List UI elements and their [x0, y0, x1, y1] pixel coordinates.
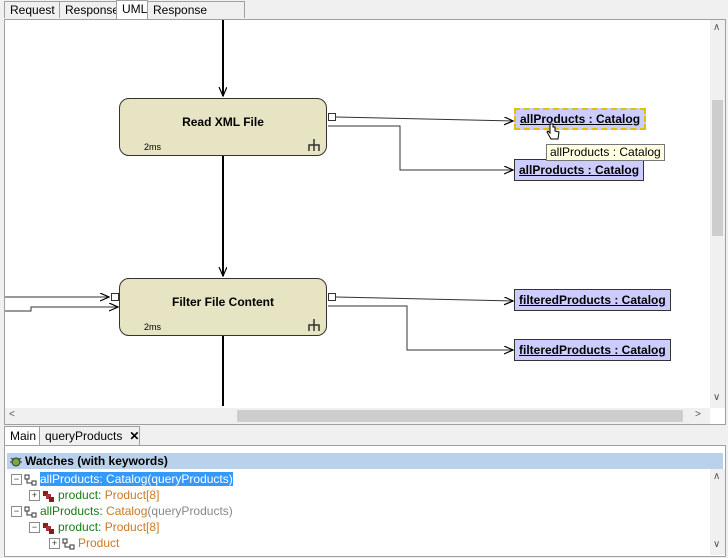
node-duration: 2ms	[144, 322, 161, 332]
watch-name: product:	[58, 520, 101, 534]
action-node-read-xml[interactable]: Read XML File 2ms	[119, 98, 327, 156]
object-node-filtered-products[interactable]: filteredProducts : Catalog	[514, 339, 671, 361]
collapse-toggle[interactable]: −	[11, 506, 22, 517]
collapse-toggle[interactable]: −	[29, 522, 40, 533]
object-flow-edge	[328, 126, 513, 170]
debug-tab-bar: Main queryProducts ✕	[0, 425, 728, 445]
tab-label: Request	[10, 3, 55, 17]
watch-name: allProducts: Catalog(queryProducts)	[40, 472, 233, 486]
object-icon	[24, 506, 38, 518]
tab-request[interactable]: Request	[4, 1, 60, 18]
output-pin[interactable]	[328, 293, 336, 301]
tooltip: allProducts : Catalog	[546, 144, 665, 161]
tab-uml[interactable]: UML	[116, 0, 148, 19]
tab-query-products[interactable]: queryProducts ✕	[39, 426, 140, 445]
object-flow-edge	[336, 117, 513, 121]
object-flow-edge	[336, 297, 513, 301]
hand-cursor-icon	[546, 123, 560, 141]
tab-label: queryProducts	[45, 429, 122, 443]
tree-row[interactable]: − allProducts: Catalog(queryProducts)	[11, 503, 233, 519]
expand-toggle[interactable]: +	[29, 490, 40, 501]
scroll-down-icon[interactable]: ∨	[713, 539, 720, 550]
editor-tab-bar: Request Response UML Response Log✕	[0, 0, 728, 19]
watch-type: Product	[78, 536, 119, 550]
horizontal-scrollbar[interactable]: < >	[5, 408, 710, 424]
collapse-toggle[interactable]: −	[11, 474, 22, 485]
diagram-edges	[5, 20, 725, 424]
watch-type: Product[8]	[105, 488, 160, 502]
tab-main[interactable]: Main	[4, 426, 40, 445]
object-flow-edge	[5, 307, 118, 311]
node-title: Read XML File	[120, 115, 326, 129]
scroll-right-icon[interactable]: >	[695, 409, 701, 420]
node-duration: 2ms	[144, 142, 161, 152]
tab-label: UML	[122, 2, 147, 16]
object-node-all-products[interactable]: allProducts : Catalog	[514, 159, 644, 181]
watch-keyword: (queryProducts)	[147, 504, 232, 518]
scroll-thumb[interactable]	[712, 100, 723, 236]
watch-type: Catalog	[106, 504, 147, 518]
object-flow-edge	[328, 306, 513, 350]
array-icon	[42, 490, 56, 502]
watch-type: Product[8]	[105, 520, 160, 534]
node-title: Filter File Content	[120, 295, 326, 309]
watch-name: product:	[58, 488, 101, 502]
object-icon	[24, 474, 38, 486]
tab-response-log[interactable]: Response Log✕	[147, 1, 245, 18]
watch-bug-icon	[9, 455, 23, 468]
tab-label: Response	[65, 3, 119, 17]
close-icon[interactable]: ✕	[129, 429, 139, 443]
fork-icon	[308, 319, 320, 331]
scroll-up-icon[interactable]: ∧	[713, 471, 720, 482]
scroll-left-icon[interactable]: <	[9, 409, 15, 420]
output-pin[interactable]	[328, 113, 336, 121]
scroll-thumb[interactable]	[237, 410, 683, 422]
tab-response[interactable]: Response	[59, 1, 117, 18]
object-icon	[62, 538, 76, 550]
expand-toggle[interactable]: +	[49, 538, 60, 549]
array-icon	[42, 522, 56, 534]
fork-icon	[308, 139, 320, 151]
action-node-filter-file[interactable]: Filter File Content 2ms	[119, 278, 327, 336]
tree-row[interactable]: + product: Product[8]	[29, 487, 159, 503]
uml-diagram-canvas[interactable]: Read XML File 2ms Filter File Content 2m…	[4, 19, 726, 425]
scroll-up-icon[interactable]: ∧	[713, 22, 720, 33]
watches-vertical-scrollbar[interactable]: ∧ ∨	[710, 469, 725, 555]
watch-name: allProducts:	[40, 504, 103, 518]
tree-row[interactable]: − allProducts: Catalog(queryProducts)	[11, 471, 233, 487]
watches-panel: Watches (with keywords) −allProducts: Ca…	[4, 445, 726, 557]
vertical-scrollbar[interactable]: ∧ ∨	[710, 20, 725, 408]
object-node-all-products[interactable]: allProducts : Catalog	[514, 108, 646, 130]
tree-row[interactable]: − product: Product[8]	[29, 519, 159, 535]
input-pin[interactable]	[111, 293, 119, 301]
watches-title: Watches (with keywords)	[25, 454, 168, 468]
object-node-filtered-products[interactable]: filteredProducts : Catalog	[514, 289, 671, 311]
tree-row[interactable]: + Product	[49, 535, 119, 551]
watches-header: Watches (with keywords)	[7, 453, 723, 469]
scroll-down-icon[interactable]: ∨	[713, 392, 720, 403]
tab-label: Main	[10, 429, 36, 443]
